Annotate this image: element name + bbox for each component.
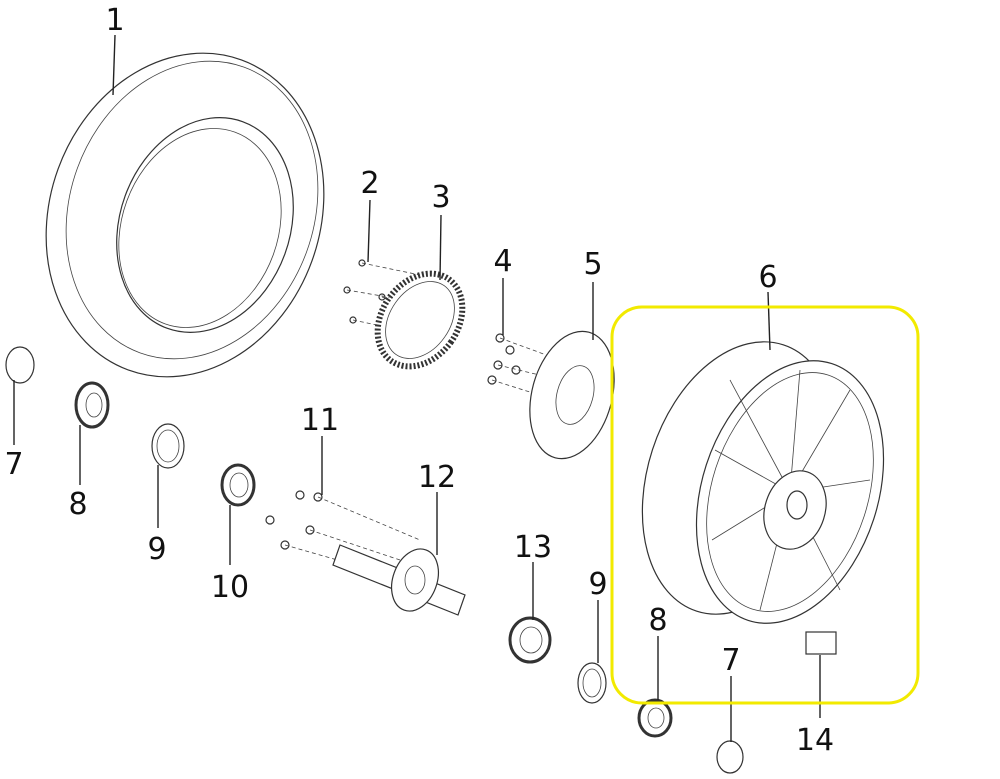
label-4: 4	[493, 244, 512, 279]
label-2: 2	[360, 166, 379, 201]
label-7-right: 7	[721, 643, 740, 678]
label-3: 3	[431, 180, 450, 215]
highlight-box	[610, 305, 920, 705]
label-6: 6	[758, 260, 777, 295]
washer-right	[577, 600, 607, 704]
bearing-left	[74, 381, 110, 485]
circlip-left	[5, 346, 35, 445]
disc-bolts	[487, 278, 561, 401]
label-14: 14	[796, 723, 834, 758]
label-5: 5	[583, 247, 602, 282]
label-1: 1	[105, 3, 124, 38]
label-13: 13	[514, 530, 552, 565]
valve-sensor	[805, 631, 837, 718]
circlip-right	[716, 676, 744, 774]
wheel-rim	[641, 291, 885, 624]
oil-seal	[220, 463, 256, 565]
label-9-right: 9	[588, 567, 607, 602]
washer-left	[151, 423, 185, 528]
axle-hub	[332, 492, 466, 616]
seal-right	[508, 562, 552, 664]
label-9-left: 9	[147, 532, 166, 567]
label-8-right: 8	[648, 603, 667, 638]
label-7-left: 7	[4, 447, 23, 482]
label-10: 10	[211, 570, 249, 605]
label-8-left: 8	[68, 487, 87, 522]
tone-ring	[374, 214, 466, 370]
bearing-right	[637, 636, 673, 738]
label-11: 11	[301, 403, 339, 438]
label-12: 12	[418, 460, 456, 495]
tire	[45, 34, 325, 378]
